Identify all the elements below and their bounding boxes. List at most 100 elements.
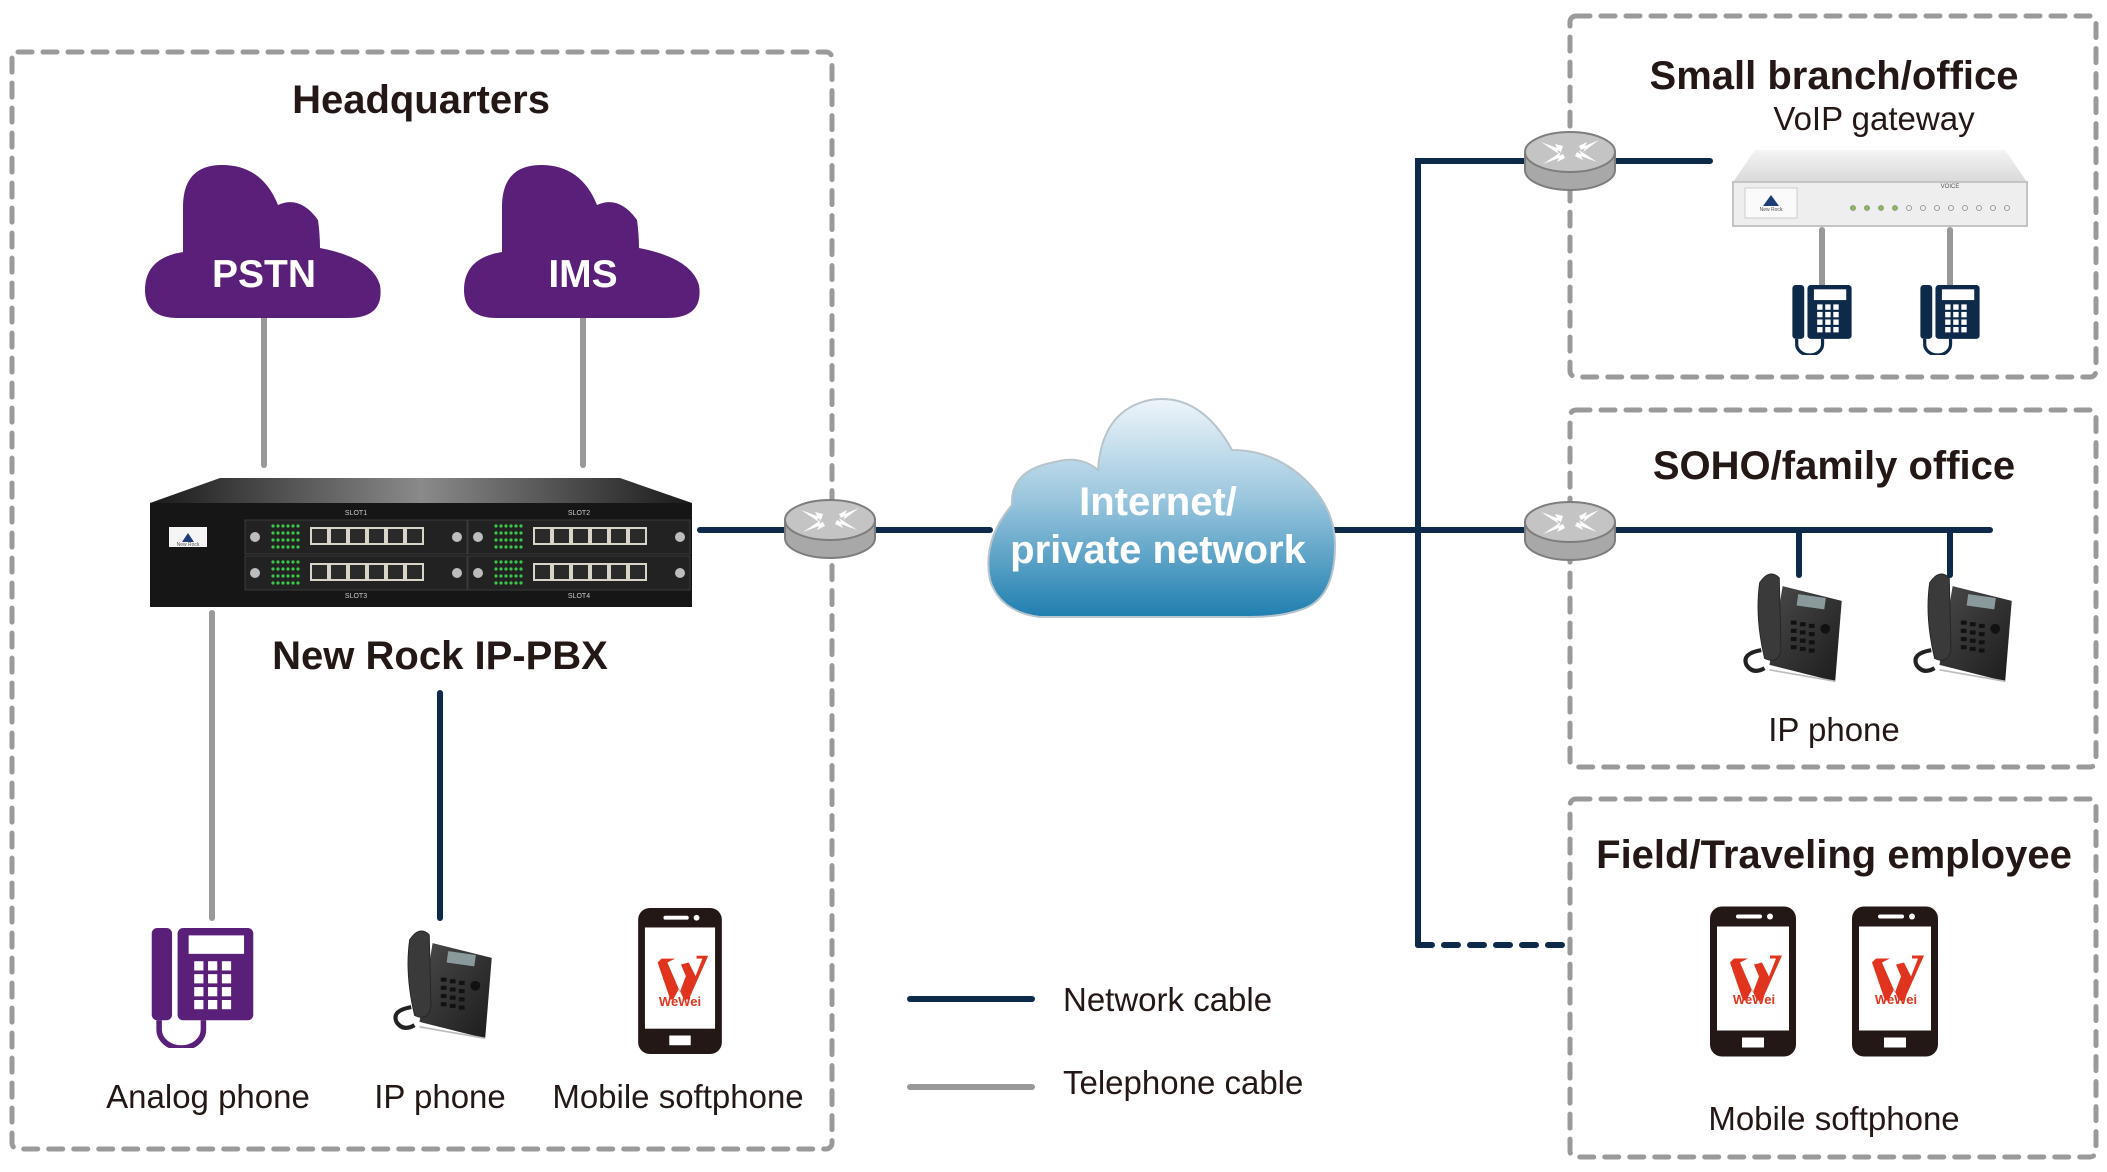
pbx-led	[281, 531, 285, 535]
pbx-led	[281, 524, 285, 528]
pbx-rj-port	[590, 563, 609, 581]
pbx-led	[499, 560, 503, 564]
pbx-led	[514, 567, 518, 571]
gateway-led	[1934, 205, 1940, 211]
pbx-rj-port	[571, 563, 590, 581]
pbx-led	[504, 581, 508, 585]
pbx-rj-port	[367, 527, 386, 545]
pbx-led	[499, 531, 503, 535]
small-branch-title: Small branch/office	[1649, 54, 2019, 98]
pbx-led	[291, 560, 295, 564]
pbx-led	[296, 581, 300, 585]
field-employee-region	[1567, 796, 2099, 1160]
pbx-led	[271, 531, 275, 535]
pbx-led	[291, 574, 295, 578]
hq-mobile-softphone-label: Mobile softphone	[552, 1078, 804, 1115]
pbx-slot3-label: SLOT3	[344, 593, 368, 600]
field-mobile-softphone-label: Mobile softphone	[1708, 1100, 1960, 1137]
pbx-led	[519, 567, 523, 571]
soho-router-icon	[1524, 501, 1616, 561]
pbx-led	[519, 581, 523, 585]
pbx-led	[494, 531, 498, 535]
ip-pbx-device	[150, 478, 692, 607]
pbx-led	[291, 531, 295, 535]
pbx-rj-port	[348, 563, 367, 581]
pbx-led	[519, 560, 523, 564]
pbx-led	[499, 574, 503, 578]
pbx-led	[291, 567, 295, 571]
pbx-led	[519, 545, 523, 549]
field-smartphone-icon-1	[1710, 906, 1796, 1057]
pbx-led	[286, 524, 290, 528]
field-wewei-app-label-2: WeWei	[1874, 992, 1918, 1007]
branch-router-icon	[1524, 131, 1616, 191]
pbx-rj-port	[405, 563, 424, 581]
pbx-led	[494, 545, 498, 549]
gateway-led	[1962, 205, 1968, 211]
pbx-led	[296, 560, 300, 564]
pbx-led	[504, 531, 508, 535]
pbx-rj-port	[628, 563, 647, 581]
pbx-slot4-label: SLOT4	[567, 593, 591, 600]
pbx-led	[271, 538, 275, 542]
pbx-led	[296, 545, 300, 549]
ims-label: IMS	[548, 253, 618, 296]
pbx-led	[291, 524, 295, 528]
voip-gateway-label: VoIP gateway	[1773, 100, 1975, 137]
hq-ip-phone-icon	[395, 931, 491, 1038]
pbx-led	[286, 567, 290, 571]
pbx-led	[291, 545, 295, 549]
soho-ip-phone-label: IP phone	[1768, 711, 1900, 748]
pbx-led	[494, 560, 498, 564]
gateway-brand-label: New Rock	[1759, 207, 1783, 213]
pbx-slot1-label: SLOT1	[344, 510, 368, 517]
pbx-led	[504, 538, 508, 542]
pbx-led	[509, 524, 513, 528]
analog-phone-label: Analog phone	[106, 1078, 310, 1115]
pbx-rj-port	[609, 527, 628, 545]
pbx-rj-port	[609, 563, 628, 581]
gateway-led	[1906, 205, 1912, 211]
pbx-rj-port	[552, 527, 571, 545]
pbx-rj-port	[552, 563, 571, 581]
pbx-rj-port	[571, 527, 590, 545]
pbx-led	[276, 567, 280, 571]
pbx-screw	[250, 532, 260, 542]
pbx-screw	[452, 568, 462, 578]
pbx-led	[281, 538, 285, 542]
pbx-led	[494, 574, 498, 578]
hq-wewei-app-label: WeWei	[658, 994, 702, 1009]
small-branch-region	[1567, 13, 2099, 380]
legend-network-label: Network cable	[1063, 981, 1273, 1018]
hq-analog-phone-icon	[152, 928, 254, 1048]
pbx-screw	[473, 568, 483, 578]
pbx-led	[281, 545, 285, 549]
pbx-led	[514, 581, 518, 585]
pbx-led	[509, 545, 513, 549]
pbx-led	[514, 531, 518, 535]
pbx-led	[514, 574, 518, 578]
gateway-led	[1990, 205, 1996, 211]
telephone-cables	[209, 227, 1953, 921]
pbx-led	[519, 574, 523, 578]
pbx-led	[504, 545, 508, 549]
pbx-led	[509, 560, 513, 564]
internet-label-line2: private network	[1010, 528, 1306, 572]
headquarters-region	[9, 49, 835, 1152]
gateway-voice-label: VOICE	[1940, 184, 1960, 190]
soho-title: SOHO/family office	[1652, 444, 2016, 488]
pbx-screw	[250, 568, 260, 578]
pbx-rj-port	[310, 563, 329, 581]
pbx-led	[494, 581, 498, 585]
pbx-led	[504, 524, 508, 528]
field-employee-title: Field/Traveling employee	[1596, 833, 2072, 877]
pbx-led	[276, 545, 280, 549]
gateway-led	[2004, 205, 2010, 211]
pbx-led	[296, 567, 300, 571]
pbx-led	[271, 560, 275, 564]
pbx-led	[514, 538, 518, 542]
pbx-led	[286, 560, 290, 564]
pbx-led	[509, 538, 513, 542]
